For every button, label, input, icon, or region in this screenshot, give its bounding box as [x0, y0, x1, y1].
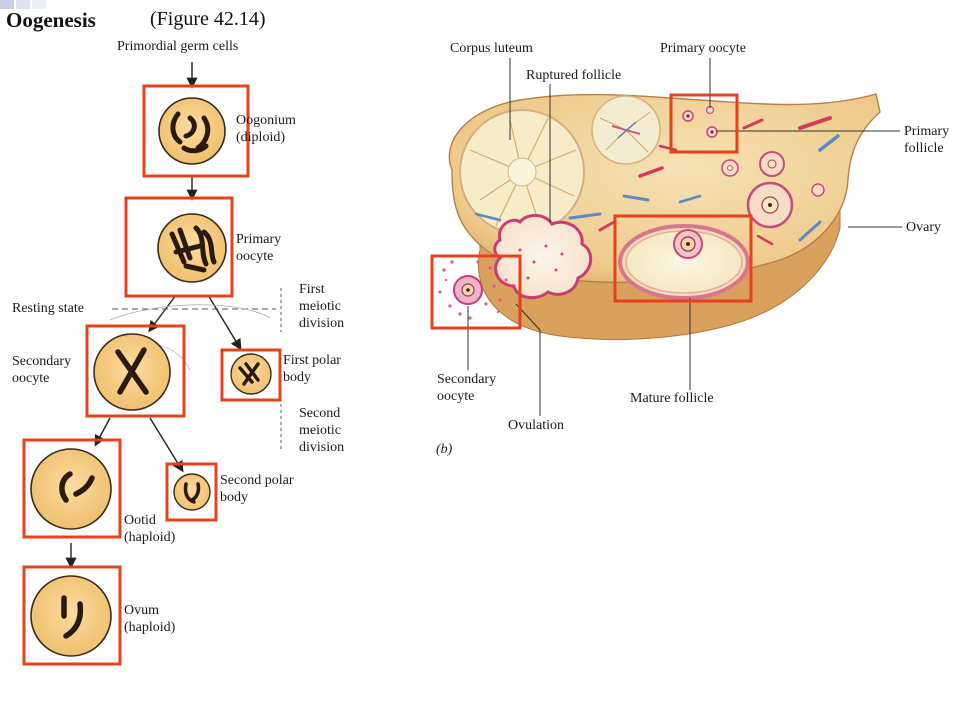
- highlight-ovum: [22, 565, 122, 666]
- label-ovum: Ovum (haploid): [124, 603, 176, 635]
- primary-oocyte-cell: [157, 213, 227, 283]
- released-secondary-oocyte: [438, 260, 508, 320]
- label-ootid: Ootid (haploid): [124, 513, 176, 545]
- label-second-polar-body: Second polar body: [220, 473, 294, 505]
- label-resting-state: Resting state: [12, 301, 84, 316]
- sequence-arrows: [65, 62, 242, 569]
- highlight-second-polar-body: [165, 462, 218, 522]
- highlight-primary-follicles: [669, 93, 739, 154]
- mature-follicle: [618, 224, 750, 300]
- secondary-oocyte-cell: [93, 333, 171, 411]
- ootid-cell: [30, 448, 112, 530]
- label-first-meiotic-division: First meiotic division: [299, 282, 345, 331]
- oogonium-cell: [158, 97, 226, 165]
- label-ovulation: Ovulation: [508, 418, 564, 433]
- label-ruptured-follicle: Ruptured follicle: [526, 68, 622, 83]
- first-polar-body-cell: [230, 353, 272, 395]
- label-oogonium: Oogonium (diploid): [236, 113, 296, 145]
- highlight-secondary-oocyte: [85, 324, 186, 418]
- label-primary-follicle: Primary follicle: [904, 124, 950, 156]
- label-primary-oocyte: Primary oocyte: [236, 232, 282, 264]
- leader-lines: [467, 58, 902, 416]
- growing-follicles: [721, 151, 825, 229]
- blood-vessels: [474, 116, 840, 246]
- label-primordial-germ-cells: Primordial germ cells: [117, 39, 239, 54]
- label-second-meiotic-division: Second meiotic division: [299, 406, 345, 455]
- highlight-primary-oocyte: [124, 196, 234, 298]
- label-primary-oocyte-ovary: Primary oocyte: [660, 41, 746, 56]
- highlight-mature-follicle: [613, 214, 753, 303]
- primary-follicles: [682, 105, 718, 138]
- label-ovary: Ovary: [906, 220, 941, 235]
- highlight-oogonium: [142, 84, 250, 178]
- second-polar-body-cell: [173, 473, 211, 511]
- page-title: Oogenesis: [6, 8, 96, 32]
- label-first-polar-body: First polar body: [283, 353, 341, 385]
- label-mature-follicle: Mature follicle: [630, 391, 714, 406]
- highlight-first-polar-body: [220, 348, 282, 402]
- label-corpus-luteum: Corpus luteum: [450, 41, 533, 56]
- figure-reference: (Figure 42.14): [150, 8, 266, 30]
- slide-corner-decoration: [0, 0, 46, 9]
- ovum-cell: [30, 575, 112, 657]
- highlight-ootid: [22, 438, 122, 539]
- label-secondary-oocyte: Secondary oocyte: [12, 354, 72, 386]
- panel-label-b: (b): [436, 442, 453, 457]
- highlight-boxes: [22, 84, 753, 666]
- label-secondary-oocyte-ovary: Secondary oocyte: [437, 372, 497, 404]
- regressing-follicle: [591, 95, 661, 165]
- highlight-released-oocyte: [430, 254, 522, 330]
- corpus-luteum: [459, 109, 585, 235]
